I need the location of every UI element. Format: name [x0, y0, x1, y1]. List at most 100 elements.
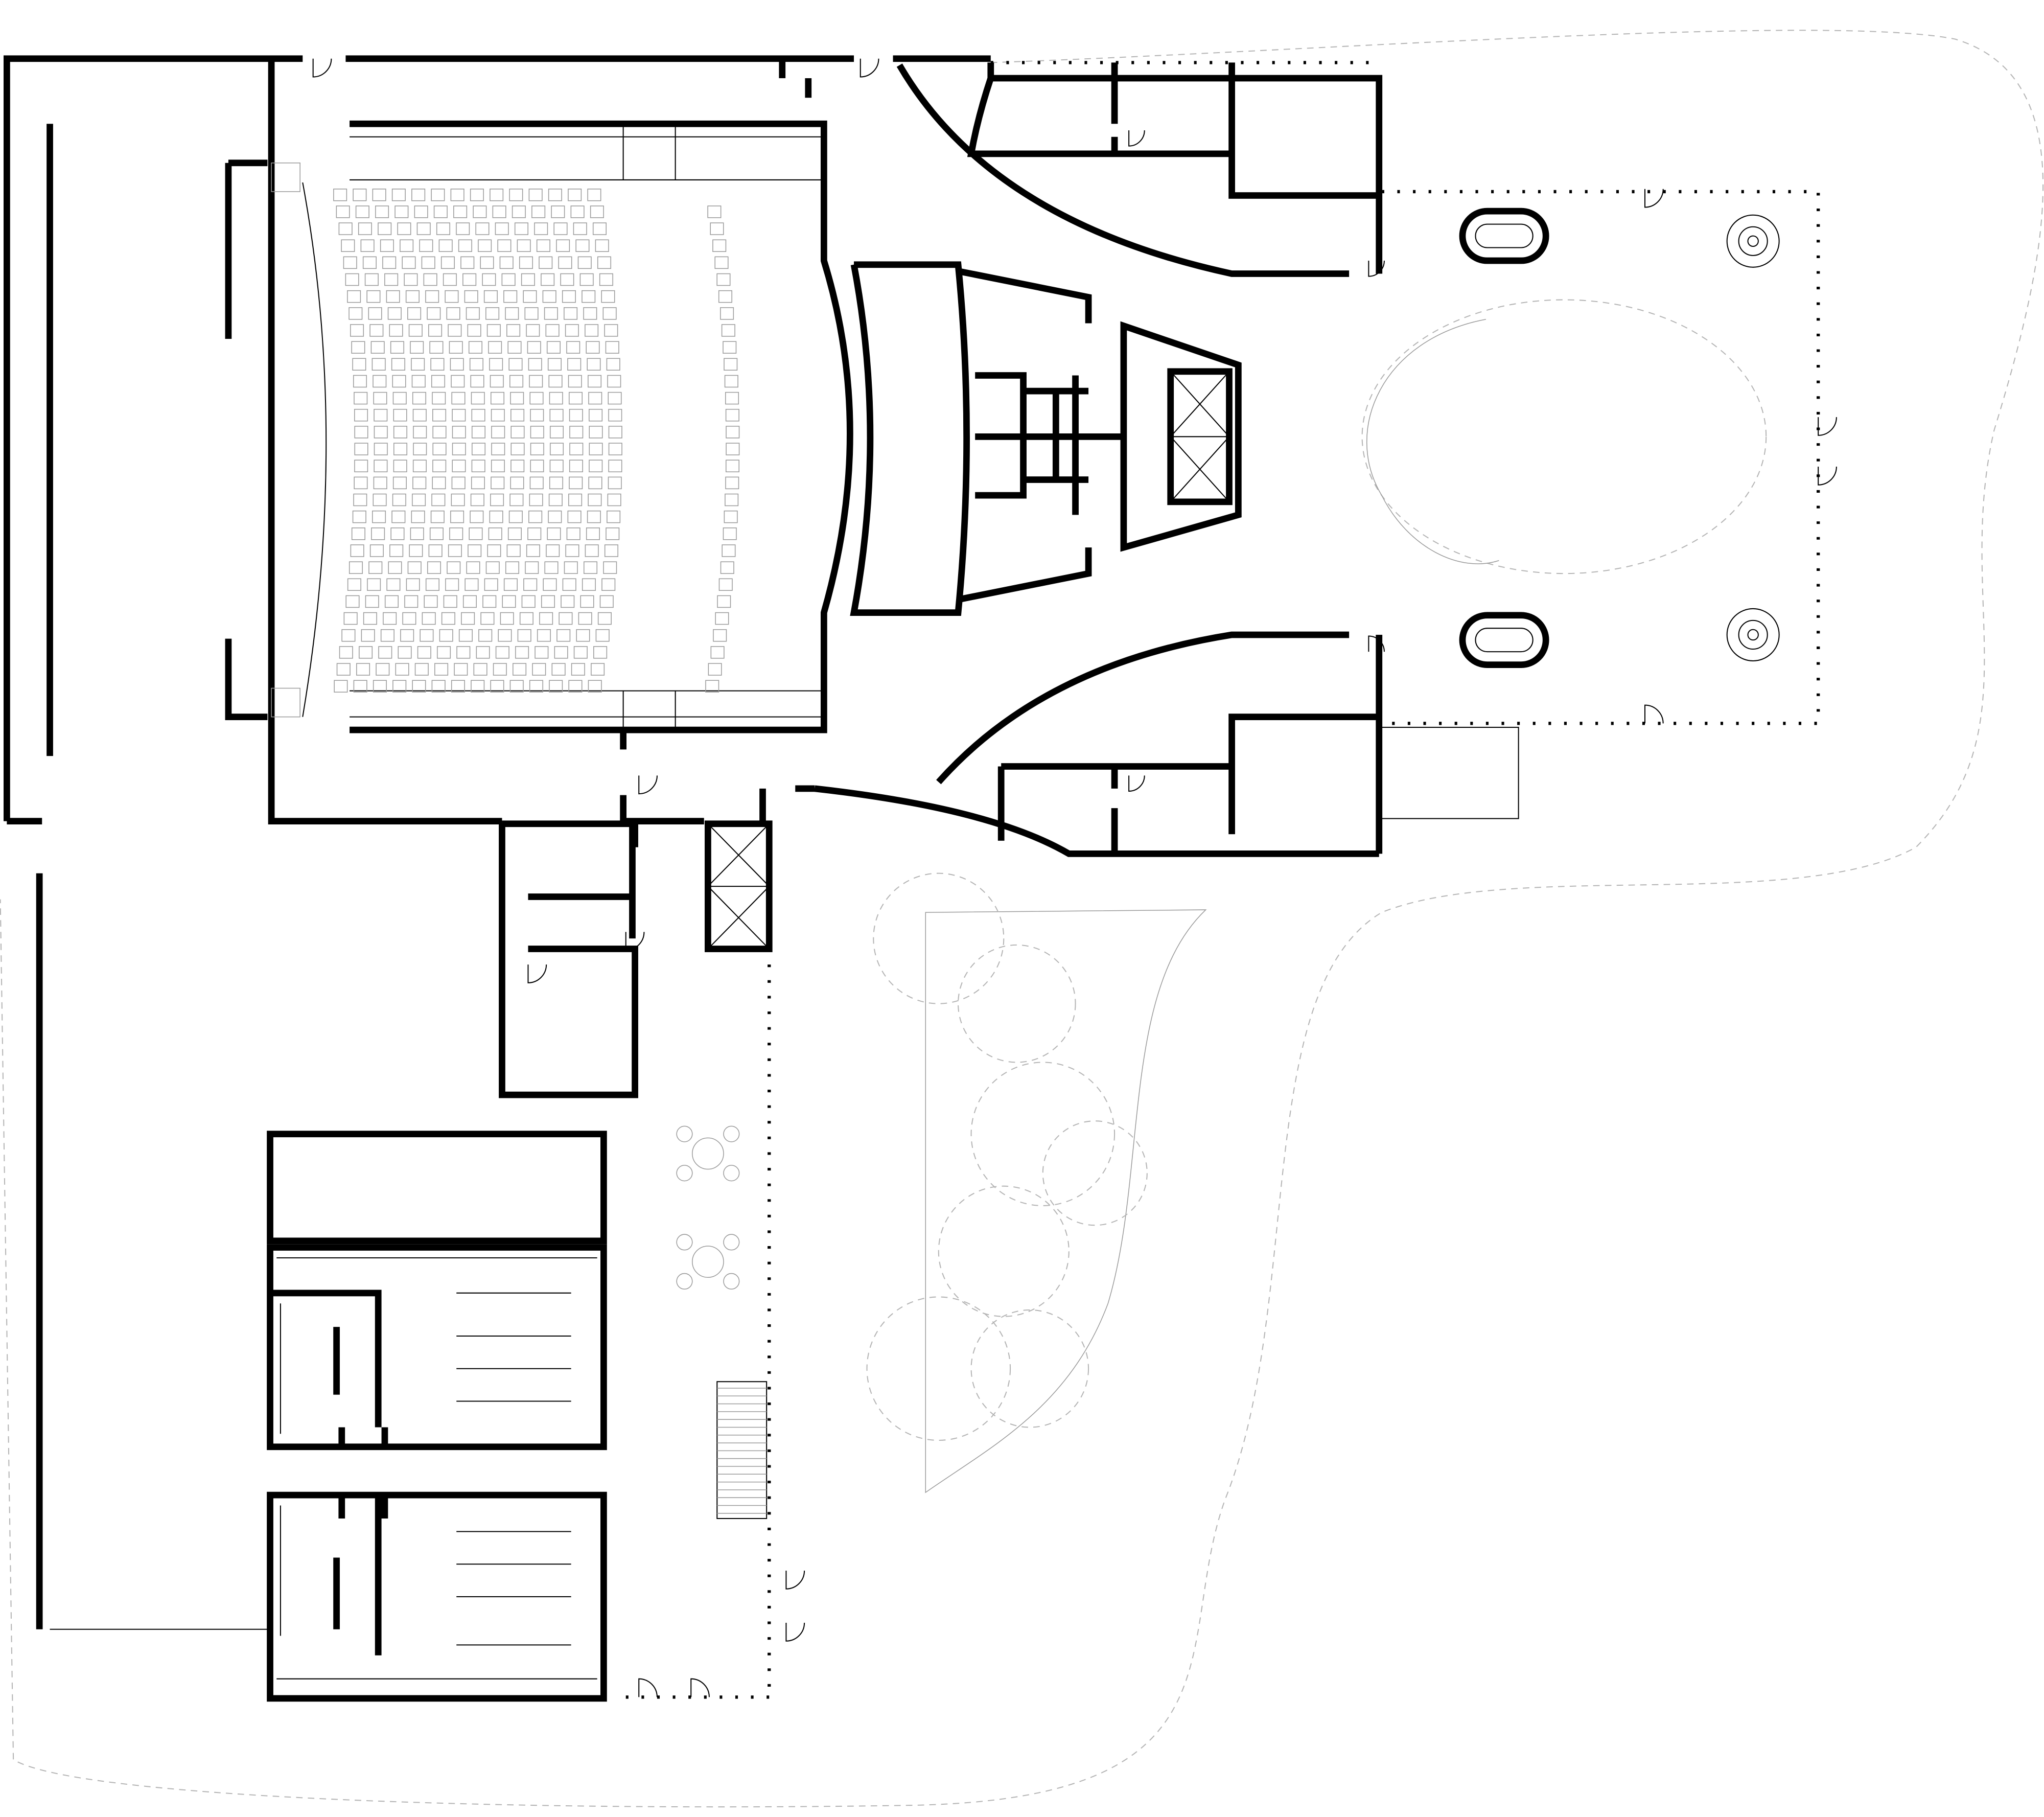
seat [432, 459, 447, 472]
seat [352, 358, 366, 371]
round-feature-north [1726, 214, 1780, 268]
seat [587, 189, 601, 201]
seat [604, 544, 618, 557]
seat [449, 527, 463, 540]
seat [606, 358, 620, 371]
fountain-south [1459, 612, 1549, 668]
seat [480, 612, 495, 625]
seat [549, 459, 564, 472]
tree [873, 872, 1005, 1004]
seat [400, 629, 414, 642]
seat [376, 663, 390, 676]
seat [519, 612, 533, 625]
seat [434, 663, 449, 676]
seat [389, 544, 404, 557]
seat [360, 239, 375, 252]
seat [450, 189, 464, 201]
seat [548, 375, 563, 388]
seat [508, 510, 523, 523]
seat [430, 358, 445, 371]
seat [378, 646, 392, 659]
seat [493, 663, 507, 676]
seat [373, 375, 387, 388]
seat [472, 443, 486, 455]
seat [369, 544, 384, 557]
seat [334, 680, 348, 693]
seat [446, 307, 460, 320]
seat [397, 222, 411, 235]
seat [568, 392, 583, 405]
seat [449, 341, 463, 354]
seat [370, 341, 385, 354]
seat [553, 222, 568, 235]
seat [432, 426, 447, 439]
seat [490, 392, 505, 405]
seat [470, 510, 484, 523]
seat [450, 510, 464, 523]
seat [530, 443, 544, 455]
auditorium-seating [333, 189, 740, 693]
doors [312, 58, 1837, 1697]
seat [589, 459, 603, 472]
seat [532, 663, 546, 676]
seat [456, 646, 471, 659]
seat [393, 409, 407, 422]
seat [412, 459, 427, 472]
seat [488, 527, 502, 540]
seat [429, 341, 444, 354]
seat [411, 375, 426, 388]
seat [490, 493, 504, 507]
seat [417, 646, 431, 659]
seat [451, 493, 465, 507]
seat [368, 307, 382, 320]
seat [499, 256, 514, 269]
seat [579, 273, 594, 286]
seat [503, 290, 518, 303]
seat [372, 189, 386, 201]
site-landscape [0, 30, 2044, 1808]
seat [469, 358, 483, 371]
seat [351, 341, 365, 354]
seat [394, 205, 409, 218]
seat [471, 409, 485, 422]
seat [441, 612, 455, 625]
seat [437, 646, 451, 659]
seat [412, 680, 426, 693]
seat [568, 189, 582, 201]
seat [708, 663, 722, 676]
seat [432, 392, 446, 405]
seat [725, 409, 739, 422]
seat [468, 544, 482, 557]
seat [368, 561, 383, 574]
seat [374, 409, 388, 422]
seat [471, 459, 485, 472]
seat [542, 290, 556, 303]
seat [439, 629, 453, 642]
seat [471, 476, 485, 490]
seat [589, 443, 603, 455]
seat [561, 595, 575, 608]
seat [369, 324, 384, 337]
seat [725, 392, 739, 405]
seat [413, 443, 427, 455]
seat [391, 189, 406, 201]
seat [549, 426, 564, 439]
seat [445, 578, 459, 591]
seat [491, 409, 505, 422]
tree [938, 1185, 1070, 1317]
seat [531, 205, 546, 218]
seat [427, 307, 441, 320]
seat [414, 663, 429, 676]
seat [486, 324, 501, 337]
seat [391, 510, 406, 523]
door [1368, 635, 1385, 652]
seat [423, 273, 437, 286]
seat [393, 459, 407, 472]
seat [510, 476, 524, 490]
seat [718, 290, 732, 303]
seat [425, 290, 439, 303]
seat [514, 222, 528, 235]
seat [715, 612, 729, 625]
seat [528, 510, 543, 523]
seat [338, 222, 353, 235]
